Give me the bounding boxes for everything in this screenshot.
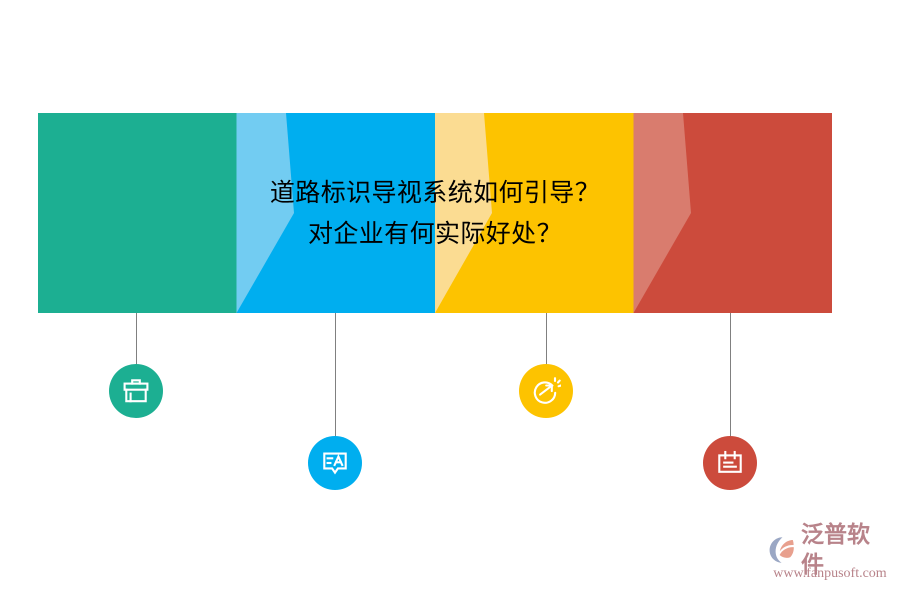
- connector-line-2: [335, 313, 336, 437]
- segment-green-base[interactable]: [38, 113, 237, 313]
- connector-line-1: [136, 313, 137, 365]
- translate-bubble-icon: [323, 452, 347, 475]
- node-storefront[interactable]: [109, 364, 163, 418]
- node-translate[interactable]: [308, 436, 362, 490]
- banner-segments: [38, 113, 832, 313]
- connector-line-4: [730, 313, 731, 437]
- segment-blue-chevron-upper: [236, 113, 294, 313]
- watermark: 泛普软件 www.fanpusoft.com: [768, 522, 892, 585]
- growth-arrow-icon: [533, 377, 561, 404]
- node-growth[interactable]: [519, 364, 573, 418]
- connector-line-3: [546, 313, 547, 365]
- watermark-brand: 泛普软件: [801, 522, 870, 578]
- fanpu-logo-icon: [769, 537, 794, 563]
- segment-red-chevron: [633, 113, 691, 313]
- calendar-note-icon: [718, 450, 742, 473]
- node-calendar[interactable]: [703, 436, 757, 490]
- banner: 道路标识导视系统如何引导？ 对企业有何实际好处？: [38, 113, 832, 313]
- segment-yellow-chevron: [435, 113, 492, 313]
- watermark-url: www.fanpusoft.com: [773, 566, 887, 581]
- storefront-icon: [123, 379, 149, 403]
